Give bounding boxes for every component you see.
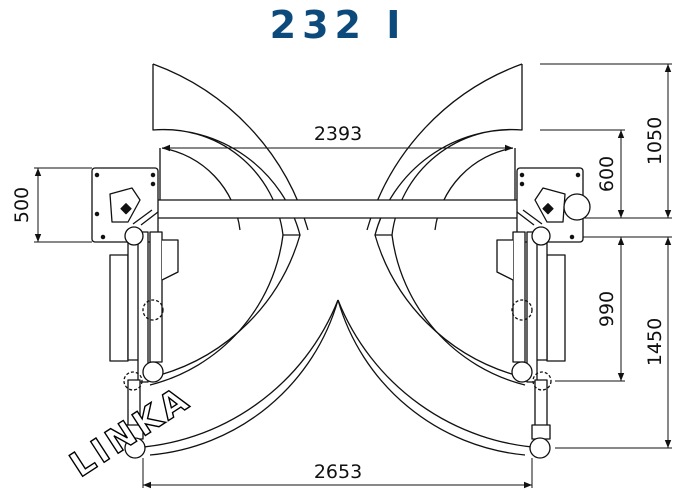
dim-right-total: 1450	[644, 318, 666, 366]
dim-outer-width: 2653	[314, 461, 362, 483]
cross-beam	[127, 148, 569, 219]
dim-right-top: 600	[596, 156, 618, 192]
dim-right-overall: 1050	[644, 117, 666, 165]
dim-right-arm: 990	[596, 291, 618, 327]
diagram-title: 232 I	[270, 3, 407, 47]
dim-inner-width: 2393	[314, 123, 362, 145]
dimension-lines	[34, 63, 672, 489]
right-column	[496, 167, 591, 459]
lower-swing-arcs	[129, 234, 546, 456]
dim-left-height: 500	[11, 187, 33, 223]
left-column	[91, 167, 179, 459]
